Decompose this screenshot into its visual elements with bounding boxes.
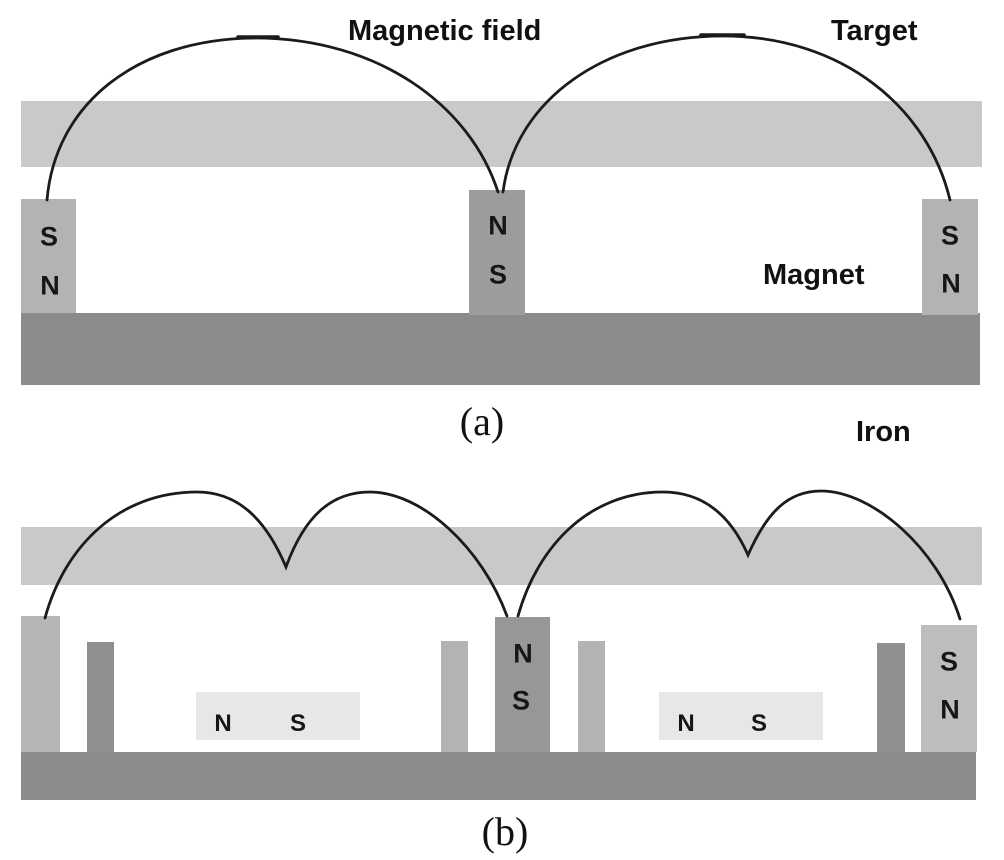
pole-a-center-top: N — [488, 210, 508, 241]
iron-bar-b-left — [87, 642, 114, 752]
flat-magnet-b-right — [659, 692, 823, 740]
target-plate-b — [21, 527, 982, 585]
pole-a-left-top: S — [39, 221, 59, 252]
pole-b-flat-right-n: N — [677, 710, 695, 737]
pole-a-center-bottom: S — [488, 259, 508, 290]
magnet-a-right — [922, 199, 978, 315]
pole-b-center-bottom: S — [511, 685, 531, 716]
pole-b-right-bottom: N — [940, 694, 960, 725]
magnet-a-left — [21, 199, 76, 313]
base-plate-b — [21, 752, 976, 800]
pole-a-right-bottom: N — [941, 268, 961, 299]
pole-b-flat-right-s: S — [750, 710, 768, 737]
target-plate-a — [21, 101, 982, 167]
magnet-b-right — [921, 625, 977, 752]
iron-label: Iron — [856, 416, 911, 448]
pole-b-right-top: S — [939, 646, 959, 677]
pole-a-left-bottom: N — [40, 270, 60, 301]
iron-bar-b-center-left — [441, 641, 468, 752]
magnet-a-center — [469, 190, 525, 315]
base-plate-a — [21, 313, 980, 385]
flat-magnet-b-left — [196, 692, 360, 740]
pole-a-right-top: S — [940, 220, 960, 251]
panel-b-caption: (b) — [481, 809, 529, 854]
pole-b-flat-left-n: N — [214, 710, 232, 737]
magnet-b-left — [21, 616, 60, 752]
panel-a-caption: (a) — [459, 399, 505, 444]
magnetic-field-label: Magnetic field — [348, 15, 542, 47]
iron-bar-b-center-right — [578, 641, 605, 752]
iron-bar-b-right — [877, 643, 905, 752]
magnet-label: Magnet — [763, 259, 865, 291]
pole-b-center-top: N — [513, 638, 533, 669]
magnet-b-center — [495, 617, 550, 752]
target-label: Target — [831, 15, 918, 47]
pole-b-flat-left-s: S — [289, 710, 307, 737]
